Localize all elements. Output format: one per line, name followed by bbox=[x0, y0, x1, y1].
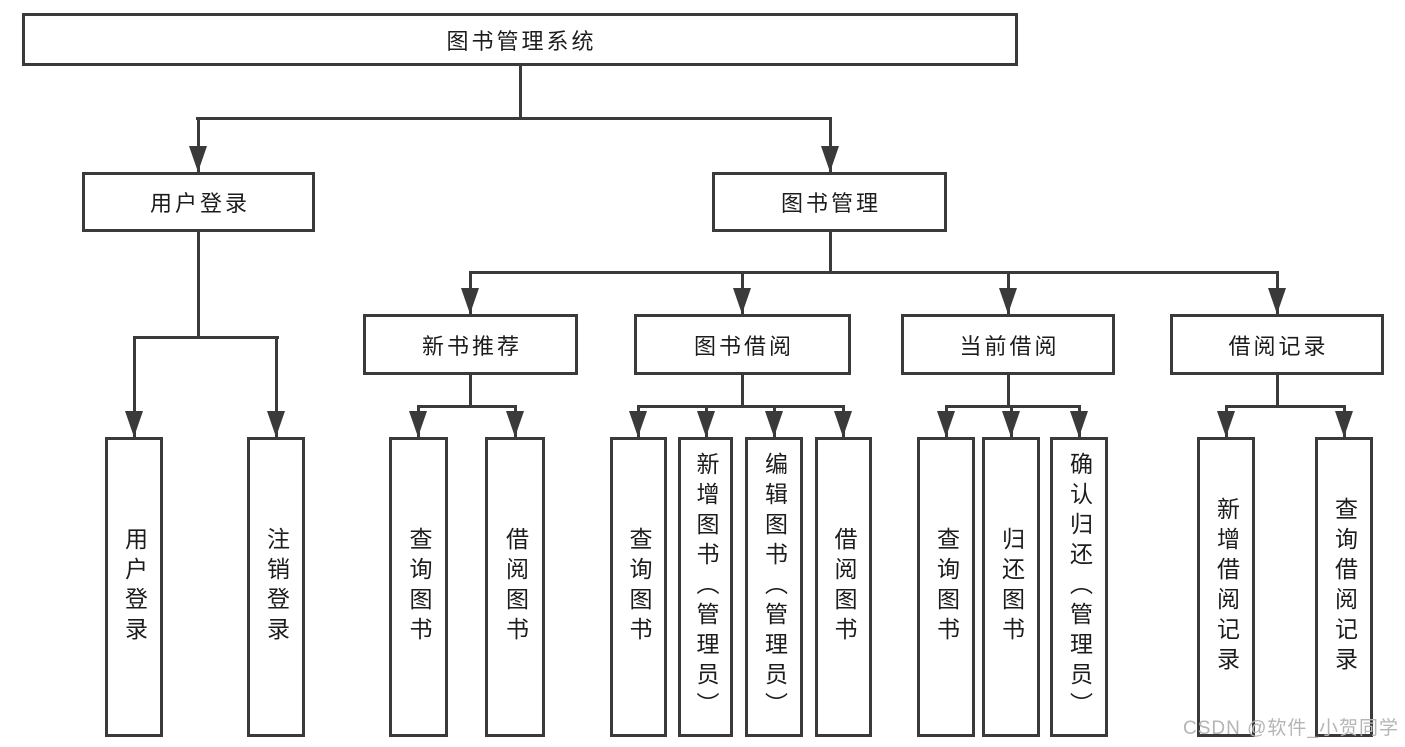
node-book-management: 图书管理 bbox=[712, 172, 947, 232]
arrowhead-down-icon bbox=[125, 411, 143, 437]
watermark: CSDN @软件_小贺同学 bbox=[1183, 718, 1399, 739]
arrowhead-down-icon bbox=[1002, 411, 1020, 437]
connector-line bbox=[741, 373, 744, 407]
connector-line bbox=[197, 230, 200, 337]
leaf-confirm-return-admin: 确认归还（管理员） bbox=[1050, 437, 1108, 737]
arrowhead-down-icon bbox=[765, 411, 783, 437]
leaf-query-borrow-record: 查询借阅记录 bbox=[1315, 437, 1373, 737]
leaf-borrow-book: 借阅图书 bbox=[485, 437, 545, 737]
connector-line bbox=[945, 405, 1081, 408]
arrowhead-down-icon bbox=[1217, 411, 1235, 437]
node-user-login: 用户登录 bbox=[82, 172, 315, 232]
node-borrow-records: 借阅记录 bbox=[1170, 314, 1384, 375]
leaf-add-borrow-record: 新增借阅记录 bbox=[1197, 437, 1255, 737]
connector-line bbox=[1007, 373, 1010, 407]
connector-line bbox=[829, 230, 832, 273]
connector-line bbox=[417, 405, 517, 408]
leaf-user-login: 用户登录 bbox=[105, 437, 163, 737]
connector-line bbox=[133, 336, 136, 437]
connector-line bbox=[275, 336, 278, 437]
arrowhead-down-icon bbox=[937, 411, 955, 437]
arrowhead-down-icon bbox=[1070, 411, 1088, 437]
leaf-query-book: 查询图书 bbox=[917, 437, 975, 737]
leaf-logout: 注销登录 bbox=[247, 437, 305, 737]
arrowhead-down-icon bbox=[733, 288, 751, 314]
arrowhead-down-icon bbox=[697, 411, 715, 437]
connector-line bbox=[1225, 405, 1346, 408]
node-new-book-recommend: 新书推荐 bbox=[363, 314, 578, 375]
arrowhead-down-icon bbox=[189, 146, 207, 172]
connector-line bbox=[637, 405, 845, 408]
leaf-borrow-book: 借阅图书 bbox=[815, 437, 872, 737]
connector-line bbox=[197, 117, 200, 172]
arrowhead-down-icon bbox=[267, 411, 285, 437]
connector-line bbox=[196, 117, 832, 120]
arrowhead-down-icon bbox=[461, 288, 479, 314]
connector-line bbox=[469, 271, 1279, 274]
arrowhead-down-icon bbox=[506, 411, 524, 437]
connector-line bbox=[1276, 373, 1279, 407]
arrowhead-down-icon bbox=[999, 288, 1017, 314]
arrowhead-down-icon bbox=[1335, 411, 1353, 437]
arrowhead-down-icon bbox=[409, 411, 427, 437]
arrowhead-down-icon bbox=[821, 146, 839, 172]
leaf-query-book: 查询图书 bbox=[610, 437, 667, 737]
node-current-borrow: 当前借阅 bbox=[901, 314, 1115, 375]
arrowhead-down-icon bbox=[1268, 288, 1286, 314]
leaf-edit-book-admin: 编辑图书（管理员） bbox=[745, 437, 803, 737]
connector-line bbox=[519, 66, 522, 118]
leaf-add-book-admin: 新增图书（管理员） bbox=[678, 437, 733, 737]
node-book-management-system: 图书管理系统 bbox=[22, 13, 1018, 66]
connector-line bbox=[133, 336, 279, 339]
node-book-borrow: 图书借阅 bbox=[634, 314, 851, 375]
arrowhead-down-icon bbox=[629, 411, 647, 437]
arrowhead-down-icon bbox=[834, 411, 852, 437]
connector-line bbox=[829, 117, 832, 172]
connector-line bbox=[469, 373, 472, 407]
leaf-return-book: 归还图书 bbox=[982, 437, 1040, 737]
leaf-query-book: 查询图书 bbox=[389, 437, 448, 737]
